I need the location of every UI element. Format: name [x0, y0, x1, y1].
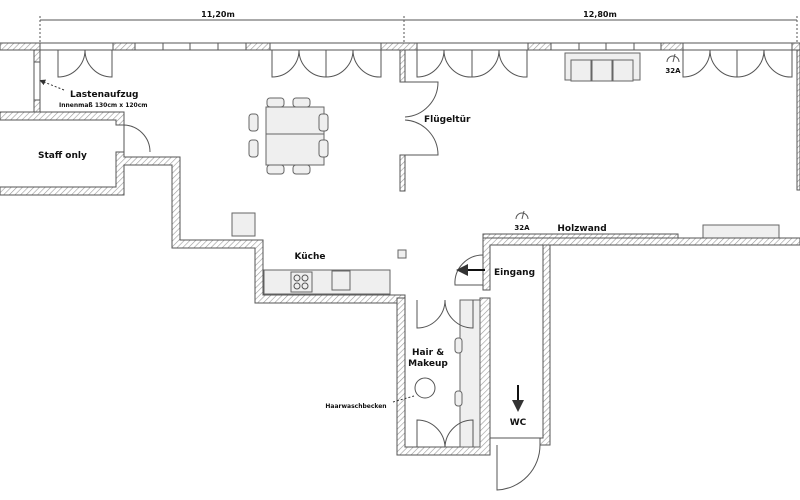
wc-label: WC: [510, 418, 527, 428]
dimension-left: 11,20m: [201, 10, 235, 19]
elevator-note: Innenmaß 130cm x 120cm: [59, 102, 148, 109]
wc-corridor: WC: [490, 244, 551, 491]
entrance-label: Eingang: [494, 268, 535, 278]
elevator-label: Lastenaufzug: [70, 90, 138, 100]
hair-makeup-room: Hair & Makeup Haarwaschbecken: [325, 297, 491, 456]
outlet-label: 32A: [665, 67, 681, 75]
hair-sink-label: Haarwaschbecken: [325, 403, 386, 410]
elevator-shaft: Lastenaufzug Innenmaß 130cm x 120cm: [33, 49, 148, 113]
outlet-label: 32A: [514, 224, 530, 232]
dimension-lines: 11,20m 12,80m: [39, 10, 798, 44]
top-facade-wall: [0, 42, 800, 51]
dimension-right: 12,80m: [583, 10, 617, 19]
staff-room: Staff only: [0, 111, 406, 304]
holzwand-label: Holzwand: [557, 224, 606, 234]
sofa: [564, 52, 641, 82]
wing-door: Flügeltür: [399, 49, 471, 192]
hair-sink-icon: [414, 377, 436, 399]
wing-door-label: Flügeltür: [424, 115, 471, 125]
kitchen: Küche: [231, 212, 407, 295]
entrance: Eingang: [454, 254, 535, 286]
right-wall: [796, 49, 800, 191]
kitchen-label: Küche: [294, 252, 325, 262]
staff-label: Staff only: [38, 151, 87, 161]
hair-label-2: Makeup: [408, 359, 448, 369]
outlet-32a-top: 32A: [665, 53, 681, 75]
outlet-32a-holzwand: 32A: [514, 210, 530, 232]
facade-doors: [57, 49, 793, 78]
hair-label-1: Hair &: [412, 348, 444, 358]
dining-table: [248, 97, 329, 175]
holzwand: Holzwand: [482, 224, 800, 291]
